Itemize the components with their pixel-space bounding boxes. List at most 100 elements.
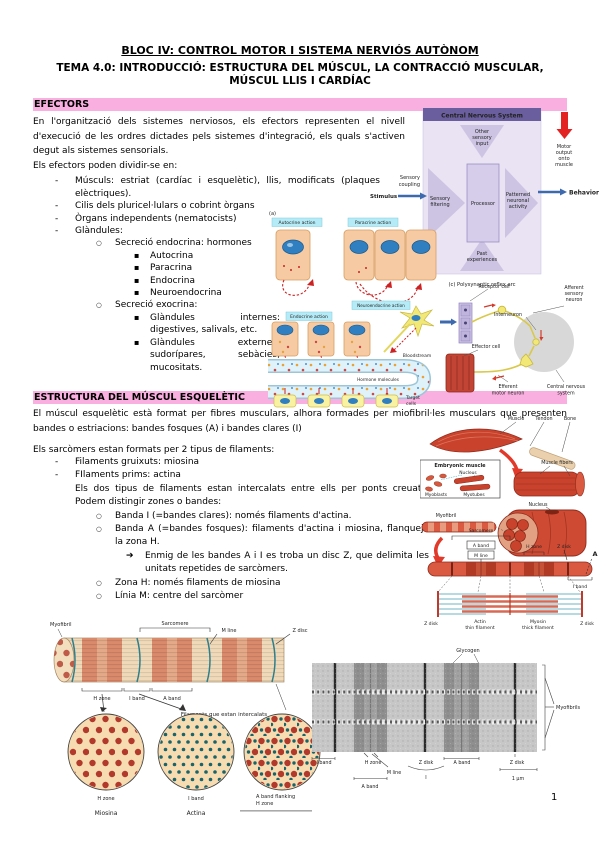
svg-text:Nucleus: Nucleus bbox=[459, 470, 477, 476]
myofibril-label: Myofibril bbox=[436, 513, 457, 519]
svg-text:Myotubes: Myotubes bbox=[463, 492, 485, 498]
micrograph-image bbox=[312, 663, 537, 752]
paracrine-label-box bbox=[347, 217, 399, 227]
list-item-muscles: Músculs: estriat (cardíac i esquelètic),… bbox=[33, 175, 380, 200]
svg-text:sensory: sensory bbox=[472, 135, 492, 141]
input-arrow-icon bbox=[440, 318, 457, 326]
svg-text:Processor: Processor bbox=[471, 201, 496, 207]
svg-text:Bone: Bone bbox=[564, 416, 576, 422]
sarcomere-brackets bbox=[451, 535, 593, 581]
cell-signaling-figure: (a) Autocrine action Paracrine action bbox=[266, 206, 444, 408]
svg-text:Embryonic muscle: Embryonic muscle bbox=[434, 463, 486, 469]
svg-text:H zone: H zone bbox=[526, 544, 542, 550]
svg-text:A band: A band bbox=[473, 543, 489, 549]
bloodstream-label: Bloodstream bbox=[403, 353, 431, 359]
estructura-list: Filaments gruixuts: miosina FIlaments pr… bbox=[33, 456, 429, 604]
svg-text:thick filament: thick filament bbox=[522, 625, 554, 631]
electron-micrograph-figure: Glycogen bbox=[302, 640, 594, 792]
svg-text:Z disk: Z disk bbox=[419, 760, 434, 766]
svg-text:muscle: muscle bbox=[555, 162, 573, 168]
svg-text:experiences: experiences bbox=[467, 257, 498, 263]
svg-text:Sarcomere: Sarcomere bbox=[469, 528, 494, 534]
bone-shape bbox=[529, 447, 576, 470]
cns-panel-header bbox=[423, 108, 541, 121]
endocrine-cells bbox=[271, 321, 371, 364]
bottom-brackets bbox=[311, 752, 538, 780]
effector-muscle bbox=[445, 353, 475, 393]
svg-text:activity: activity bbox=[509, 204, 527, 210]
svg-text:I band: I band bbox=[129, 696, 145, 702]
endocrine-label: Endocrine action bbox=[290, 314, 328, 320]
svg-text:Actina: Actina bbox=[187, 810, 206, 816]
svg-text:Effector cell: Effector cell bbox=[472, 344, 501, 350]
svg-text:sensory: sensory bbox=[565, 291, 584, 297]
svg-text:I band: I band bbox=[573, 584, 587, 590]
svg-text:I: I bbox=[425, 775, 426, 781]
target-cells-label-2: cells bbox=[406, 401, 417, 407]
filaments-note: Els dos tipus de filaments estan interca… bbox=[75, 483, 429, 508]
top-labels: Muscle Tendon Bone bbox=[508, 416, 576, 422]
svg-text:Central nervous: Central nervous bbox=[547, 384, 586, 390]
list-item-linia-m: Línia M: centre del sarcòmer bbox=[33, 590, 429, 604]
myofibrils-label: Myofibrils bbox=[556, 705, 580, 711]
neuroendocrine-label-box bbox=[351, 300, 411, 310]
list-item-filaments-gruixuts: Filaments gruixuts: miosina bbox=[33, 456, 429, 470]
top-leaders bbox=[499, 421, 571, 453]
svg-text:Tendon: Tendon bbox=[534, 416, 552, 422]
svg-text:neuron: neuron bbox=[566, 297, 583, 303]
estructura-intro-paragraph: El múscul esquelètic està format per fib… bbox=[33, 409, 567, 434]
filaments-note-label: Filaments que estan intercalats bbox=[181, 712, 267, 718]
cns-diagram-figure: Central Nervous System Other sensory inp… bbox=[368, 106, 600, 298]
sarcomere-rod bbox=[427, 561, 593, 577]
svg-text:onto: onto bbox=[558, 156, 569, 162]
svg-text:Actin: Actin bbox=[474, 619, 486, 625]
svg-text:Afferent: Afferent bbox=[564, 285, 583, 291]
motor-output-labels: Motor output onto muscle bbox=[555, 144, 573, 168]
reflex-arc-figure: Receptor cell Afferent sensory neuron In… bbox=[438, 280, 600, 398]
stimulus-labels: Sensory coupling Stimulus bbox=[370, 175, 420, 200]
cns-inner-labels: Other sensory input Sensory filtering Pr… bbox=[430, 129, 530, 263]
myofibril-cylinder bbox=[53, 637, 285, 683]
list-item-organs: Òrgans independents (nematocists) bbox=[33, 213, 408, 226]
filament-name-labels: Miosina Actina bbox=[95, 810, 206, 816]
list-item-exocrina: Secreció exocrina: bbox=[33, 299, 408, 312]
cns-triangles bbox=[428, 125, 538, 271]
svg-text:Z disc: Z disc bbox=[293, 628, 308, 634]
svg-text:Z disk: Z disk bbox=[557, 544, 571, 550]
svg-text:Sensory: Sensory bbox=[400, 175, 420, 181]
svg-text:A: A bbox=[592, 550, 597, 558]
myofibril-leader bbox=[57, 628, 63, 638]
page-subtitle: TEMA 4.0: INTRODUCCIÓ: ESTRUCTURA DEL MÚ… bbox=[56, 62, 544, 87]
cross-sections bbox=[67, 713, 321, 791]
behavior-arrow-icon bbox=[538, 188, 567, 196]
neuroendocrine-neuron bbox=[383, 305, 435, 353]
paracrine-label: Paracrine action bbox=[355, 220, 392, 226]
neuron-fibers bbox=[471, 310, 536, 373]
muscle-fiber-cylinder: Muscle fibers bbox=[513, 460, 585, 497]
list-item-zona-h: Zona H: només filaments de miosina bbox=[33, 577, 429, 591]
autocrine-label-box bbox=[271, 217, 323, 227]
svg-text:H zone: H zone bbox=[365, 760, 382, 766]
figure-credit-line bbox=[240, 810, 312, 812]
neuron-somas bbox=[497, 305, 540, 368]
cylinder-labels: Sarcomere M line Z disc H zone I band A … bbox=[93, 621, 307, 702]
hormone-molecules-label: Hormone molecules bbox=[357, 377, 399, 382]
sarcomere-labels: Sarcomere A band M line H zone Z disk A … bbox=[469, 528, 598, 590]
page-number: 1 bbox=[551, 792, 558, 803]
list-item-banda-a: Banda A (=bandes fosques): filaments d'a… bbox=[33, 523, 429, 550]
svg-text:I band: I band bbox=[316, 760, 331, 766]
svg-text:A band: A band bbox=[362, 784, 379, 790]
efectors-list: Els efectors poden dividir-se en: Múscul… bbox=[33, 160, 408, 374]
page-title: BLOC IV: CONTROL MOTOR I SISTEMA NERVIÓS… bbox=[121, 44, 479, 57]
list-item-glandules-internes: Glàndules internes: digestives, salivals… bbox=[33, 312, 280, 337]
cns-header-label: Central Nervous System bbox=[441, 113, 523, 120]
micrograph-labels: I band H zone M line Z disk I A band Z d… bbox=[316, 760, 524, 790]
svg-text:Efferent: Efferent bbox=[498, 384, 517, 390]
svg-text:H zone: H zone bbox=[93, 696, 110, 702]
myofibrils-bracket bbox=[542, 664, 555, 751]
svg-text:H zone: H zone bbox=[256, 801, 273, 807]
svg-text:1 μm: 1 μm bbox=[512, 776, 525, 782]
list-item-disc-z: Enmig de les bandes A i I es troba un di… bbox=[33, 550, 429, 577]
big-fiber bbox=[497, 509, 587, 557]
